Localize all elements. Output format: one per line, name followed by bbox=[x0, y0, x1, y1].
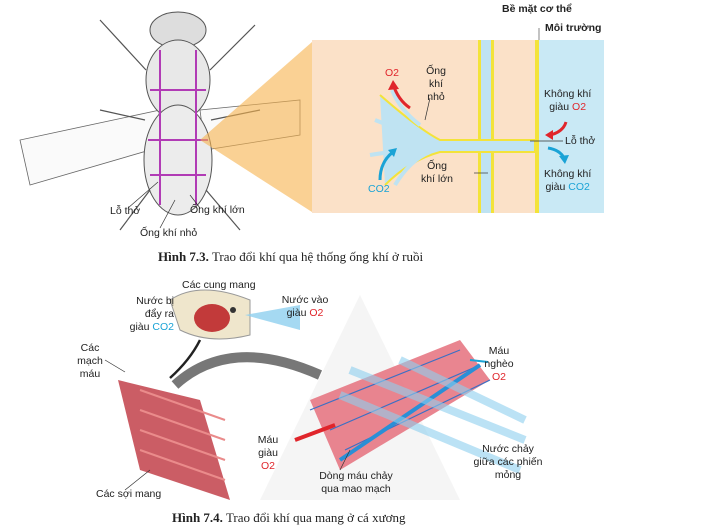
water-out-label: Nước bị đẩy ra giàu CO2 bbox=[128, 295, 174, 334]
blood-poor-gas: O2 bbox=[491, 371, 506, 383]
gill-arches-label: Các cung mang bbox=[182, 279, 256, 291]
co2-label: CO2 bbox=[368, 183, 390, 195]
air-rich-o2-gas: O2 bbox=[572, 101, 587, 113]
large-trachea-label: Ống khí lớn bbox=[421, 160, 453, 185]
water-out-text: Nước bị đẩy ra giàu bbox=[129, 295, 174, 333]
air-rich-co2-gas: CO2 bbox=[568, 181, 590, 193]
caption-text: Trao đổi khí qua hệ thống ống khí ở ruồi bbox=[211, 249, 424, 264]
blood-rich-text: Máu giàu bbox=[257, 434, 279, 459]
caption-text: Trao đổi khí qua mang ở cá xương bbox=[225, 510, 406, 525]
air-rich-o2-label: Không khí giàu O2 bbox=[544, 88, 591, 114]
air-rich-co2-line1: Không khí bbox=[544, 168, 592, 180]
fly-spiracle-label: Lỗ thở bbox=[110, 205, 141, 217]
o2-label: O2 bbox=[385, 67, 400, 79]
fly-large-trachea-label: Ống khí lớn bbox=[190, 204, 245, 216]
air-rich-co2-label: Không khí giàu CO2 bbox=[544, 168, 591, 194]
blood-poor-text: Máu nghèo bbox=[484, 345, 514, 370]
air-rich-co2-line2: giàu bbox=[545, 181, 566, 193]
blood-rich-gas: O2 bbox=[260, 460, 275, 472]
water-in-text: Nước vào giàu bbox=[281, 294, 329, 319]
gill-illustration bbox=[104, 289, 527, 500]
capillary-flow-label: Dòng máu chảy qua mao mạch bbox=[319, 470, 393, 495]
blood-poor-label: Máu nghèo O2 bbox=[478, 345, 520, 384]
blood-rich-label: Máu giàu O2 bbox=[250, 434, 286, 473]
trachea-panel bbox=[312, 28, 604, 213]
fly-small-trachea-label: Ống khí nhỏ bbox=[140, 227, 198, 239]
figure-7-4-caption: Hình 7.4. Trao đổi khí qua mang ở cá xươ… bbox=[172, 510, 406, 526]
environment-label: Môi trường bbox=[545, 22, 602, 34]
blood-vessels-label: Các mạch máu bbox=[77, 342, 103, 380]
caption-number: Hình 7.3. bbox=[158, 249, 209, 264]
figure-7-3-caption: Hình 7.3. Trao đổi khí qua hệ thống ống … bbox=[158, 249, 423, 265]
body-surface-label: Bề mặt cơ thể bbox=[502, 3, 572, 15]
zoom-cone bbox=[200, 42, 312, 212]
water-in-label: Nước vào giàu O2 bbox=[280, 294, 330, 320]
spiracle-label: Lỗ thở bbox=[565, 135, 596, 147]
air-rich-o2-line1: Không khí bbox=[544, 88, 592, 100]
water-in-gas: O2 bbox=[309, 307, 324, 319]
water-out-gas: CO2 bbox=[152, 321, 174, 333]
water-flow-label: Nước chảy giữa các phiến mỏng bbox=[473, 443, 543, 481]
air-rich-o2-line2: giàu bbox=[549, 101, 570, 113]
small-trachea-label: Ống khí nhỏ bbox=[426, 65, 446, 103]
gill-filaments-label: Các sợi mang bbox=[96, 488, 162, 500]
caption-number: Hình 7.4. bbox=[172, 510, 223, 525]
